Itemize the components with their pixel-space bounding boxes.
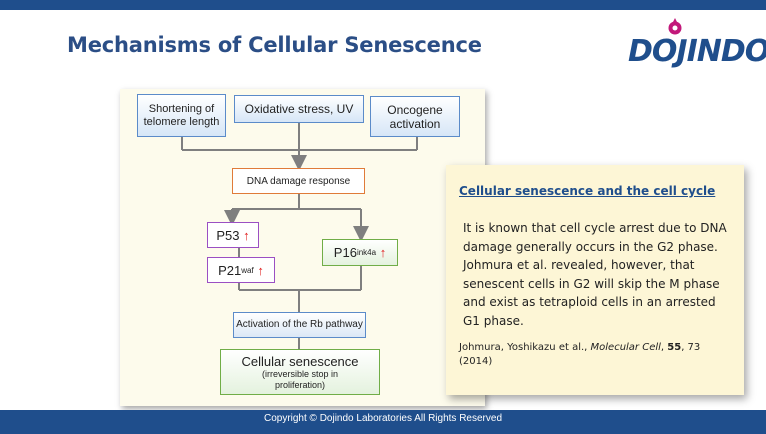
dna-damage-label: DNA damage response bbox=[246, 175, 351, 187]
rb-pathway-box: Activation of the Rb pathway bbox=[233, 312, 366, 338]
oxidative-stress-label: Oxidative stress, UV bbox=[244, 102, 354, 116]
slide-title: Mechanisms of Cellular Senescence bbox=[67, 33, 482, 57]
top-bar bbox=[0, 0, 766, 10]
p21-superscript: waf bbox=[241, 265, 254, 275]
ref-authors: Johmura, Yoshikazu et al., bbox=[459, 342, 591, 353]
p53-box: P53 ↑ bbox=[207, 222, 259, 248]
ref-journal: Molecular Cell bbox=[590, 342, 661, 353]
p16-label: P16 bbox=[333, 245, 357, 260]
senescence-label: Cellular senescence bbox=[241, 353, 359, 369]
dna-damage-box: DNA damage response bbox=[232, 168, 365, 194]
p21-label: P21 bbox=[218, 262, 242, 278]
telomere-label: Shortening of telomere length bbox=[143, 102, 220, 128]
p16-superscript: ink4a bbox=[356, 248, 377, 257]
ref-volume: 55 bbox=[667, 342, 682, 353]
telomere-box: Shortening of telomere length bbox=[137, 94, 226, 137]
senescence-box: Cellular senescence (irreversible stop i… bbox=[220, 349, 380, 395]
ref-tail: , 73 (2014) bbox=[459, 342, 701, 367]
ref-separator: , bbox=[660, 342, 668, 353]
footer: Copyright © Dojindo Laboratories All Rig… bbox=[0, 410, 766, 434]
p53-label: P53 bbox=[216, 227, 240, 243]
note-body: It is known that cell cycle arrest due t… bbox=[463, 221, 727, 328]
note-reference: Johmura, Yoshikazu et al., Molecular Cel… bbox=[459, 341, 729, 369]
senescence-note: Cellular senescence and the cell cycle I… bbox=[446, 165, 744, 395]
logo-text: DOJINDO bbox=[628, 34, 766, 69]
logo-mark-icon bbox=[668, 18, 682, 35]
p16-up-arrow-icon: ↑ bbox=[379, 245, 387, 260]
note-title: Cellular senescence and the cell cycle bbox=[459, 184, 716, 198]
senescence-sublabel: (irreversible stop in proliferation) bbox=[261, 368, 339, 390]
dojindo-logo: DOJINDO bbox=[626, 18, 766, 69]
p21-up-arrow-icon: ↑ bbox=[257, 262, 264, 278]
oncogene-label: Oncogene activation bbox=[387, 102, 443, 131]
p53-up-arrow-icon: ↑ bbox=[243, 227, 250, 243]
rb-pathway-label: Activation of the Rb pathway bbox=[236, 319, 363, 330]
oxidative-stress-box: Oxidative stress, UV bbox=[234, 95, 364, 123]
oncogene-box: Oncogene activation bbox=[370, 96, 460, 137]
